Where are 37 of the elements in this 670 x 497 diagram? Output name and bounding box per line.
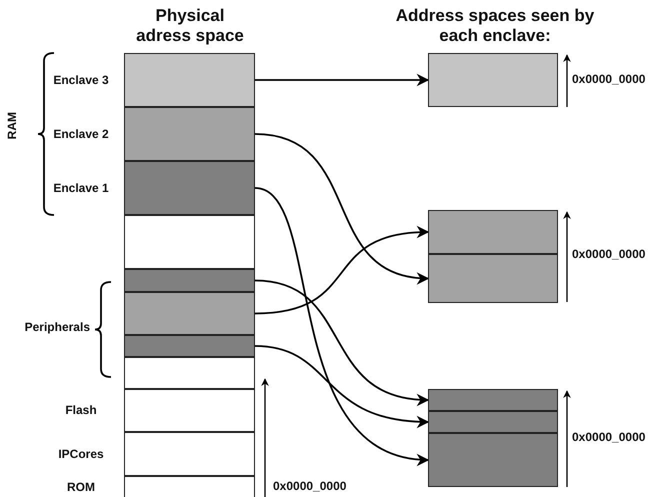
free-region <box>124 357 255 389</box>
free-region <box>124 215 255 269</box>
arrow <box>254 133 430 284</box>
address-label: 0x0000_0000 <box>572 71 646 88</box>
arrow <box>254 187 430 464</box>
memory-block <box>428 411 558 433</box>
column-heading: Physical adress space <box>135 6 245 47</box>
memory-block <box>428 53 558 107</box>
bracket-label: Peripherals <box>24 319 90 336</box>
memory-block <box>124 161 255 215</box>
address-label: 0x0000_0000 <box>572 246 646 263</box>
arrow <box>254 226 430 314</box>
memory-block <box>124 389 255 432</box>
memory-block <box>124 476 255 497</box>
address-label: 0x0000_0000 <box>273 478 348 495</box>
region-label: Enclave 2 <box>52 126 110 142</box>
memory-block <box>124 432 255 476</box>
address-label: 0x0000_0000 <box>572 429 646 446</box>
memory-block <box>428 210 558 254</box>
memory-block <box>124 269 255 292</box>
region-label: IPCores <box>57 446 105 462</box>
region-label: Flash <box>64 402 98 419</box>
memory-block <box>428 389 558 411</box>
memory-block <box>124 53 255 107</box>
region-label: Enclave 3 <box>52 72 110 88</box>
memory-block <box>428 433 558 487</box>
memory-block <box>124 335 255 357</box>
arrow <box>254 345 430 428</box>
region-label: Enclave 1 <box>52 180 110 196</box>
column-heading: Address spaces seen by each enclave: <box>395 6 595 47</box>
arrow <box>254 280 430 406</box>
memory-block <box>124 292 255 335</box>
region-label: ROM <box>66 478 96 496</box>
bracket-label: RAM <box>4 112 20 140</box>
arrow <box>255 74 430 86</box>
memory-block <box>124 107 255 161</box>
memory-block <box>428 254 558 303</box>
